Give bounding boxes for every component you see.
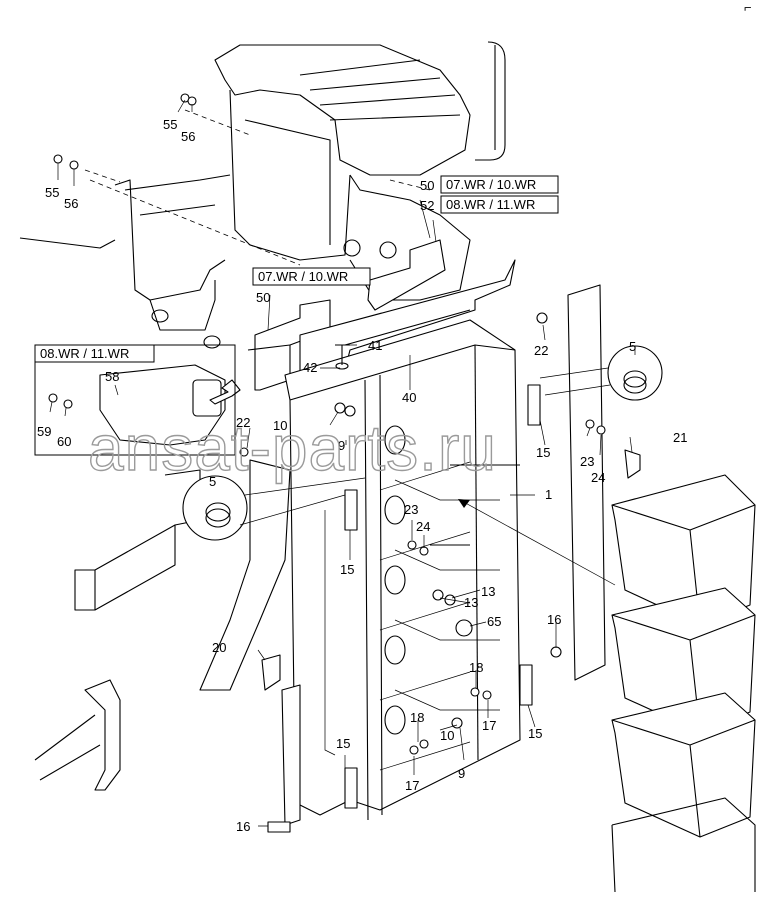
callout-23: 23 [404, 502, 418, 517]
variant-label-left: 08.WR / 11.WR [40, 346, 129, 361]
callout-22: 22 [534, 343, 548, 358]
callout-21: 21 [673, 430, 687, 445]
bins-drawing [611, 474, 756, 893]
callout-50: 50 [420, 178, 434, 193]
callout-9: 9 [338, 438, 345, 453]
variant-box-mid: 07.WR / 10.WR [252, 267, 371, 286]
leader-lines [49, 99, 636, 827]
callout-15: 15 [528, 726, 542, 741]
panel-21-drawing [567, 284, 641, 681]
variant-box-top-2: 08.WR / 11.WR [440, 195, 559, 214]
callout-17: 17 [405, 778, 419, 793]
callout-52: 52 [420, 198, 434, 213]
callout-56: 56 [64, 196, 78, 211]
callout-59: 59 [37, 424, 51, 439]
callout-22: 22 [236, 415, 250, 430]
detail-circle-5-right [539, 345, 663, 401]
callout-1: 1 [545, 487, 552, 502]
variant-label-top-1: 07.WR / 10.WR [446, 177, 536, 192]
callout-41: 41 [368, 338, 382, 353]
callout-5: 5 [629, 339, 636, 354]
tractor-frame-drawing [19, 41, 506, 349]
callout-50: 50 [256, 290, 270, 305]
callout-15: 15 [336, 736, 350, 751]
callout-9: 9 [458, 766, 465, 781]
callout-55: 55 [45, 185, 59, 200]
annotation-arrows [458, 499, 616, 586]
corner-mark: ⌐ [744, 0, 752, 15]
callout-10: 10 [273, 418, 287, 433]
callout-42: 42 [303, 360, 317, 375]
callout-60: 60 [57, 434, 71, 449]
callout-55: 55 [163, 117, 177, 132]
variant-box-left: 08.WR / 11.WR [34, 344, 236, 456]
hinge-15-drawing [344, 384, 541, 809]
callout-13: 13 [481, 584, 495, 599]
callout-40: 40 [402, 390, 416, 405]
variant-label-mid: 07.WR / 10.WR [258, 269, 348, 284]
callout-18: 18 [410, 710, 424, 725]
watermark-text: ansat-parts.ru [88, 412, 497, 484]
bracket-52-drawing [367, 239, 446, 311]
callout-20: 20 [212, 640, 226, 655]
callout-5: 5 [209, 474, 216, 489]
callout-65: 65 [487, 614, 501, 629]
callout-58: 58 [105, 369, 119, 384]
callout-23: 23 [580, 454, 594, 469]
callout-17: 17 [482, 718, 496, 733]
callout-13: 13 [464, 595, 478, 610]
callout-16: 16 [236, 819, 250, 834]
detail-circle-5-left [182, 475, 366, 541]
callout-16: 16 [547, 612, 561, 627]
callout-10: 10 [440, 728, 454, 743]
callout-15: 15 [536, 445, 550, 460]
callout-56: 56 [181, 129, 195, 144]
callout-24: 24 [416, 519, 430, 534]
variant-label-top-2: 08.WR / 11.WR [446, 197, 535, 212]
callout-18: 18 [469, 660, 483, 675]
variant-box-top-1: 07.WR / 10.WR [440, 175, 559, 194]
callout-15: 15 [340, 562, 354, 577]
callout-24: 24 [591, 470, 605, 485]
callout-labels: 55 56 55 56 50 52 50 41 42 40 58 59 60 2… [37, 117, 687, 834]
